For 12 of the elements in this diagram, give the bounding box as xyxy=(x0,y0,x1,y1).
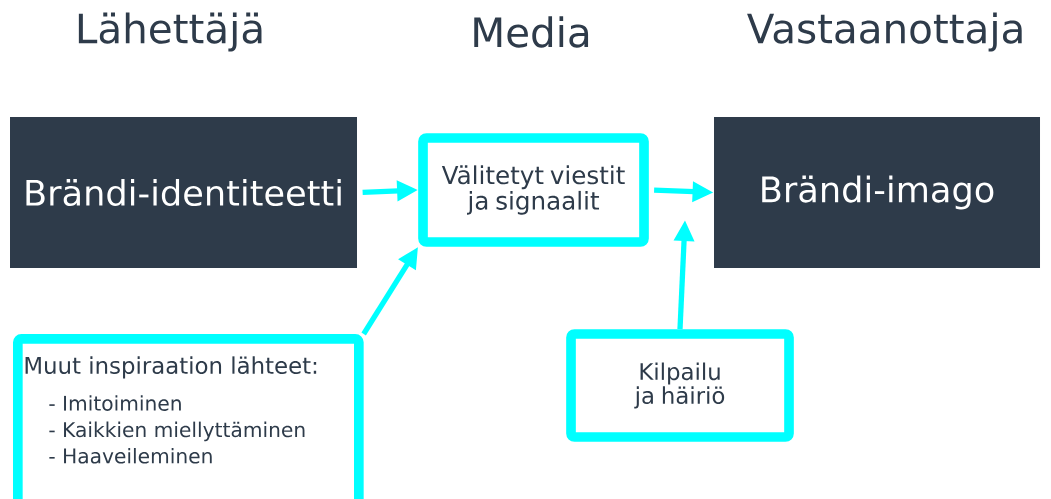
node-label: - Kaikkien miellyttäminen xyxy=(49,421,305,442)
outlined-box: Välitetyt viestit ja signaalit xyxy=(418,133,649,247)
node-label: - Imitoiminen xyxy=(49,395,181,411)
dark-box: Brändi-imago xyxy=(714,117,1040,268)
dark-box: Brändi-identiteetti xyxy=(10,117,357,268)
outlined-box: Kilpailu ja häiriö xyxy=(566,329,794,442)
column-heading: Media xyxy=(474,16,589,48)
column-heading: Vastaanottaja xyxy=(747,12,1022,52)
outlined-box xyxy=(13,334,364,499)
column-heading: Lähettäjä xyxy=(78,12,262,52)
node-label: - Haaveileminen xyxy=(49,447,212,464)
node-label: Muut inspiraation lähteet: xyxy=(25,356,317,379)
